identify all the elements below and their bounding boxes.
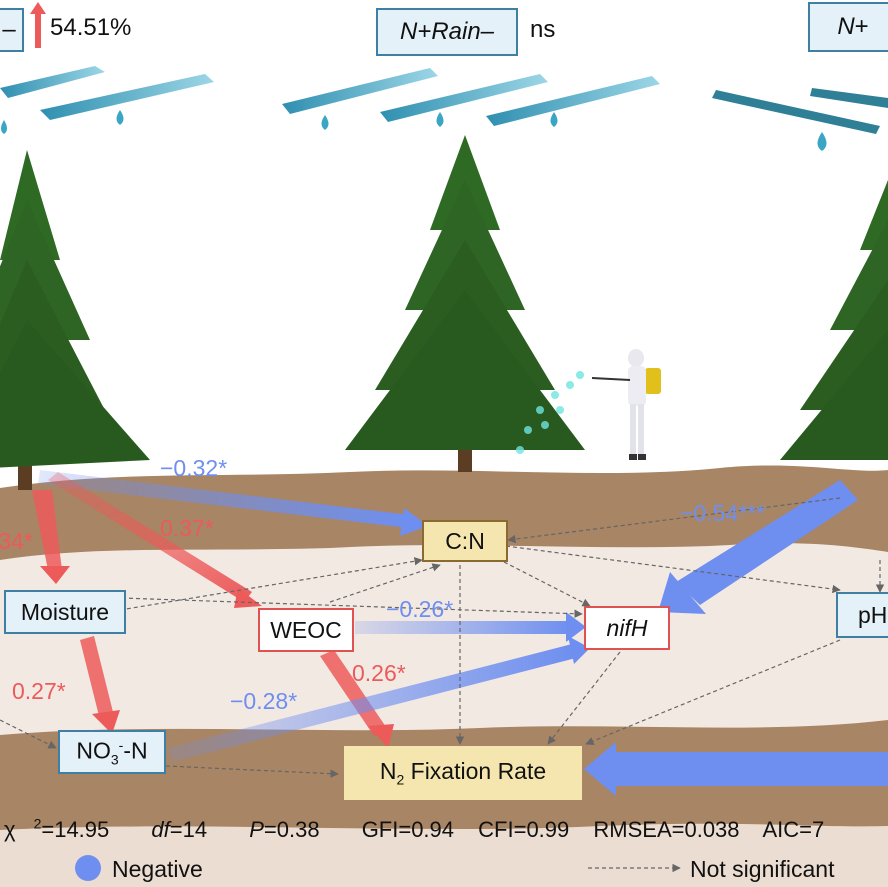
path-arrow-weoc-to-n2: [320, 650, 394, 748]
right-treatment-tag: N+: [808, 2, 888, 52]
left-treatment-tag: –: [0, 8, 24, 52]
coef-weoc-n2: 0.26*: [352, 660, 406, 686]
path-arrow-moisture-to-no3: [80, 636, 120, 734]
rain-bars-right: [712, 88, 888, 151]
node-no3n-label: NO3--N: [76, 736, 148, 768]
legend-not-significant-label: Not significant: [690, 856, 835, 882]
node-n2-label: N2 Fixation Rate: [379, 758, 547, 788]
stat-aic: AIC=7: [762, 817, 825, 843]
coef-tree-weoc: 0.37*: [160, 515, 214, 541]
node-cn: C:N: [422, 520, 508, 562]
right-tag-n: N: [837, 13, 855, 40]
path-arrow-no3-to-nifh: [168, 636, 590, 762]
tree-right: [780, 180, 888, 460]
path-arrow-tree-to-cn: [38, 470, 428, 536]
coef-tree-moisture: .34*: [0, 528, 33, 554]
coef-no3-nifh: −0.28*: [230, 688, 298, 714]
coef-moisture-no3: 0.27*: [12, 678, 66, 704]
increase-arrow-icon: [30, 2, 46, 48]
coef-tree-cn: −0.32*: [160, 455, 228, 481]
node-nifh-label: nifH: [606, 614, 648, 641]
stat-p: P=0.38: [249, 817, 320, 843]
soil-light-layer: [0, 543, 888, 735]
path-arrow-right-to-n2: [584, 742, 888, 796]
stat-gfi: GFI=0.94: [361, 817, 455, 843]
nonsignificant-paths: [0, 497, 885, 873]
right-tag-rest: +: [854, 13, 869, 40]
path-arrow-right-to-nifh: [658, 480, 858, 614]
left-change-value: 54.51%: [50, 14, 132, 41]
node-moisture-label: Moisture: [20, 598, 110, 625]
node-weoc: WEOC: [258, 608, 354, 652]
tree-left: [0, 150, 150, 490]
node-ph-label: pH: [858, 601, 888, 628]
path-arrow-weoc-to-nifh: [355, 612, 586, 642]
node-weoc-label: WEOC: [270, 616, 342, 643]
coef-right-nifh: −0.54***: [680, 500, 766, 526]
node-n2-fixation-rate: N2 Fixation Rate: [344, 746, 582, 800]
middle-tag-rest: +Rain–: [417, 18, 495, 45]
rain-bars-middle: [282, 68, 660, 130]
sprayer-person: [516, 349, 661, 460]
coef-weoc-nifh: −0.26*: [386, 596, 454, 622]
middle-tag-n: N: [399, 18, 418, 45]
path-arrow-tree-to-moisture: [32, 490, 70, 584]
tree-middle: [345, 135, 585, 472]
node-nifh: nifH: [584, 606, 670, 650]
stat-df: df=14: [151, 817, 208, 843]
node-cn-label: C:N: [445, 527, 485, 554]
rain-bars-left: [0, 66, 214, 134]
stat-cfi: CFI=0.99: [478, 817, 570, 843]
left-treatment-label: –: [2, 16, 16, 43]
legend-negative-label: Negative: [112, 856, 203, 882]
soil-bottom-light: [0, 823, 888, 887]
middle-treatment-tag: N+Rain–: [376, 8, 518, 56]
node-ph: pH: [836, 592, 888, 638]
node-no3n: NO3--N: [58, 730, 166, 774]
middle-significance: ns: [530, 16, 556, 43]
node-moisture: Moisture: [4, 590, 126, 634]
stat-rmsea: RMSEA=0.038: [593, 817, 740, 843]
legend-negative-dot: [75, 855, 101, 881]
